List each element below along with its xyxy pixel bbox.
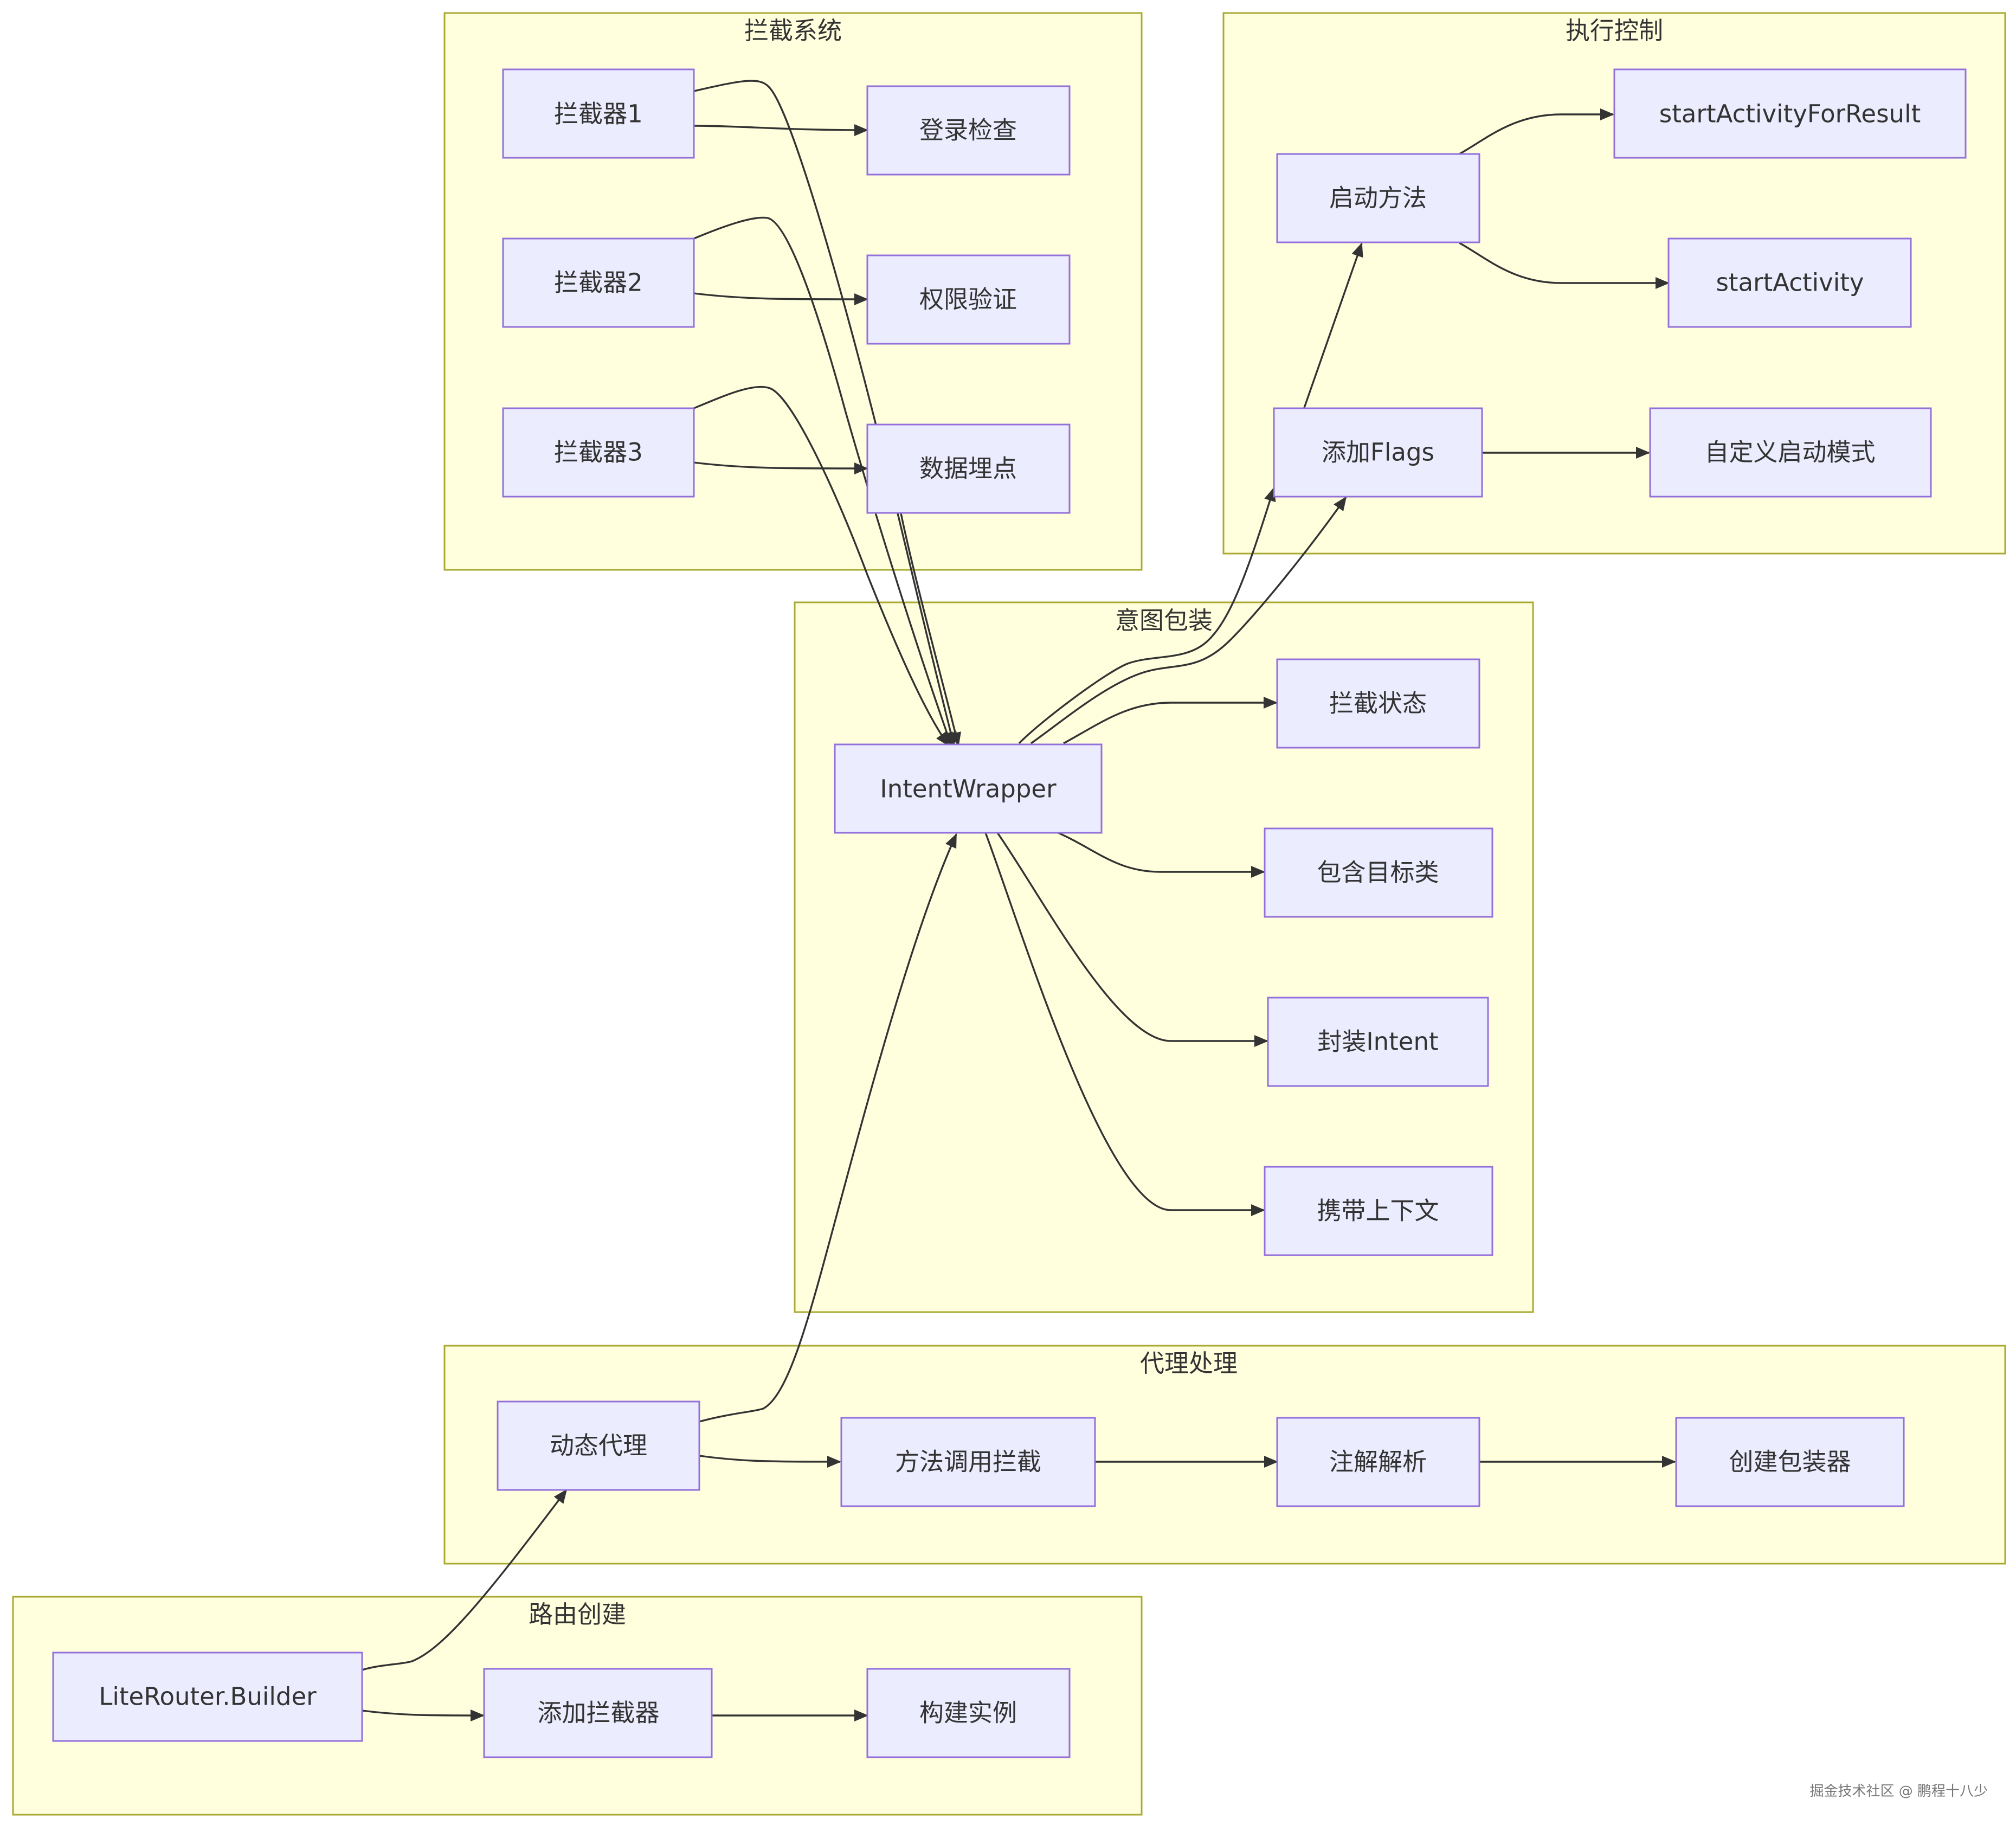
- node-target-class: 包含目标类: [1264, 827, 1493, 918]
- node-method-intercept: 方法调用拦截: [840, 1417, 1096, 1507]
- edge-launch-method-to-start-activity-for-result: [1459, 108, 1614, 155]
- node-label-start-activity: startActivity: [1716, 268, 1864, 297]
- node-label-method-intercept: 方法调用拦截: [895, 1448, 1041, 1476]
- node-label-interceptor2: 拦截器2: [554, 268, 643, 297]
- edge-builder-to-add-interceptor: [362, 1709, 485, 1721]
- node-intent-wrapper: IntentWrapper: [834, 743, 1103, 834]
- edge-intent-wrapper-to-wrap-intent: [996, 832, 1268, 1047]
- node-interceptor1: 拦截器1: [502, 68, 695, 159]
- edge-dynamic-proxy-to-intent-wrapper: [699, 833, 957, 1423]
- edges: [362, 80, 1676, 1721]
- node-interceptor2: 拦截器2: [502, 237, 695, 328]
- node-start-activity-for-result: startActivityForResult: [1613, 68, 1967, 159]
- edge-dynamic-proxy-to-method-intercept: [699, 1455, 841, 1468]
- node-data-tracking: 数据埋点: [866, 423, 1071, 514]
- node-label-launch-method: 启动方法: [1329, 184, 1427, 213]
- node-create-wrapper: 创建包装器: [1675, 1417, 1905, 1507]
- watermark: 掘金技术社区 @ 鹏程十八少: [1809, 1783, 1988, 1800]
- node-launch-method: 启动方法: [1276, 153, 1480, 243]
- node-carry-context: 携带上下文: [1264, 1166, 1493, 1256]
- node-annotation-parse: 注解解析: [1276, 1417, 1480, 1507]
- node-builder: LiteRouter.Builder: [52, 1652, 363, 1742]
- node-label-start-activity-for-result: startActivityForResult: [1659, 100, 1921, 128]
- node-label-add-flags: 添加Flags: [1322, 438, 1434, 467]
- node-label-builder: LiteRouter.Builder: [99, 1682, 317, 1711]
- node-label-data-tracking: 数据埋点: [919, 454, 1017, 483]
- node-label-add-interceptor: 添加拦截器: [537, 1699, 659, 1727]
- edge-interceptor3-to-intent-wrapper: [693, 385, 950, 747]
- node-label-dynamic-proxy: 动态代理: [550, 1431, 647, 1460]
- node-build-instance: 构建实例: [866, 1668, 1071, 1758]
- edge-interceptor2-to-intent-wrapper: [693, 216, 953, 747]
- edge-interceptor1-to-intent-wrapper: [693, 80, 957, 747]
- cluster-title-intent-wrapping: 意图包装: [1115, 606, 1213, 635]
- node-label-login-check: 登录检查: [919, 116, 1017, 145]
- node-label-create-wrapper: 创建包装器: [1729, 1448, 1851, 1476]
- edge-interceptor1-to-login-check: [693, 124, 868, 136]
- edge-interceptor3-to-data-tracking: [693, 461, 868, 474]
- nodes: 拦截器1 拦截器2 拦截器3 登录检查 权限验证 数据埋点 启动方法: [52, 68, 1967, 1758]
- node-wrap-intent: 封装Intent: [1267, 997, 1489, 1087]
- cluster-title-route-creation: 路由创建: [529, 1600, 626, 1629]
- edge-builder-to-dynamic-proxy: [362, 1489, 568, 1671]
- edge-intent-wrapper-to-target-class: [1058, 832, 1265, 878]
- node-label-custom-launch-mode: 自定义启动模式: [1704, 438, 1875, 467]
- node-label-annotation-parse: 注解解析: [1329, 1448, 1427, 1476]
- node-label-target-class: 包含目标类: [1317, 858, 1439, 887]
- edge-intent-wrapper-to-launch-method: [1018, 487, 1276, 744]
- cluster-title-proxy-handling: 代理处理: [1140, 1349, 1238, 1378]
- node-label-build-instance: 构建实例: [919, 1699, 1017, 1727]
- node-intercept-state: 拦截状态: [1276, 658, 1480, 749]
- edge-launch-method-to-start-activity: [1459, 242, 1670, 289]
- node-permission-check: 权限验证: [866, 254, 1071, 345]
- edge-intent-wrapper-to-intercept-state: [1063, 697, 1278, 744]
- node-start-activity: startActivity: [1667, 237, 1912, 328]
- edge-interceptor2-to-permission-check: [693, 292, 868, 305]
- node-custom-launch-mode: 自定义启动模式: [1649, 407, 1932, 498]
- node-dynamic-proxy: 动态代理: [497, 1400, 700, 1491]
- node-label-intent-wrapper: IntentWrapper: [880, 775, 1057, 804]
- node-label-interceptor3: 拦截器3: [554, 438, 643, 467]
- node-label-wrap-intent: 封装Intent: [1317, 1027, 1438, 1056]
- node-login-check: 登录检查: [866, 85, 1071, 176]
- edge-data-tracking-to-intent-wrapper: [900, 513, 962, 747]
- node-label-permission-check: 权限验证: [919, 285, 1017, 314]
- edge-intent-wrapper-to-carry-context: [984, 832, 1265, 1216]
- node-label-interceptor1: 拦截器1: [554, 100, 643, 128]
- edge-add-flags-to-launch-method: [1303, 242, 1363, 408]
- node-add-flags: 添加Flags: [1273, 407, 1483, 498]
- node-add-interceptor: 添加拦截器: [483, 1668, 713, 1758]
- edge-intent-wrapper-to-add-flags: [1030, 496, 1347, 744]
- node-interceptor3: 拦截器3: [502, 407, 695, 498]
- cluster-title-interceptor-system: 拦截系统: [744, 16, 842, 45]
- node-label-intercept-state: 拦截状态: [1329, 689, 1427, 718]
- cluster-title-execution-control: 执行控制: [1566, 16, 1663, 45]
- node-label-carry-context: 携带上下文: [1317, 1197, 1439, 1225]
